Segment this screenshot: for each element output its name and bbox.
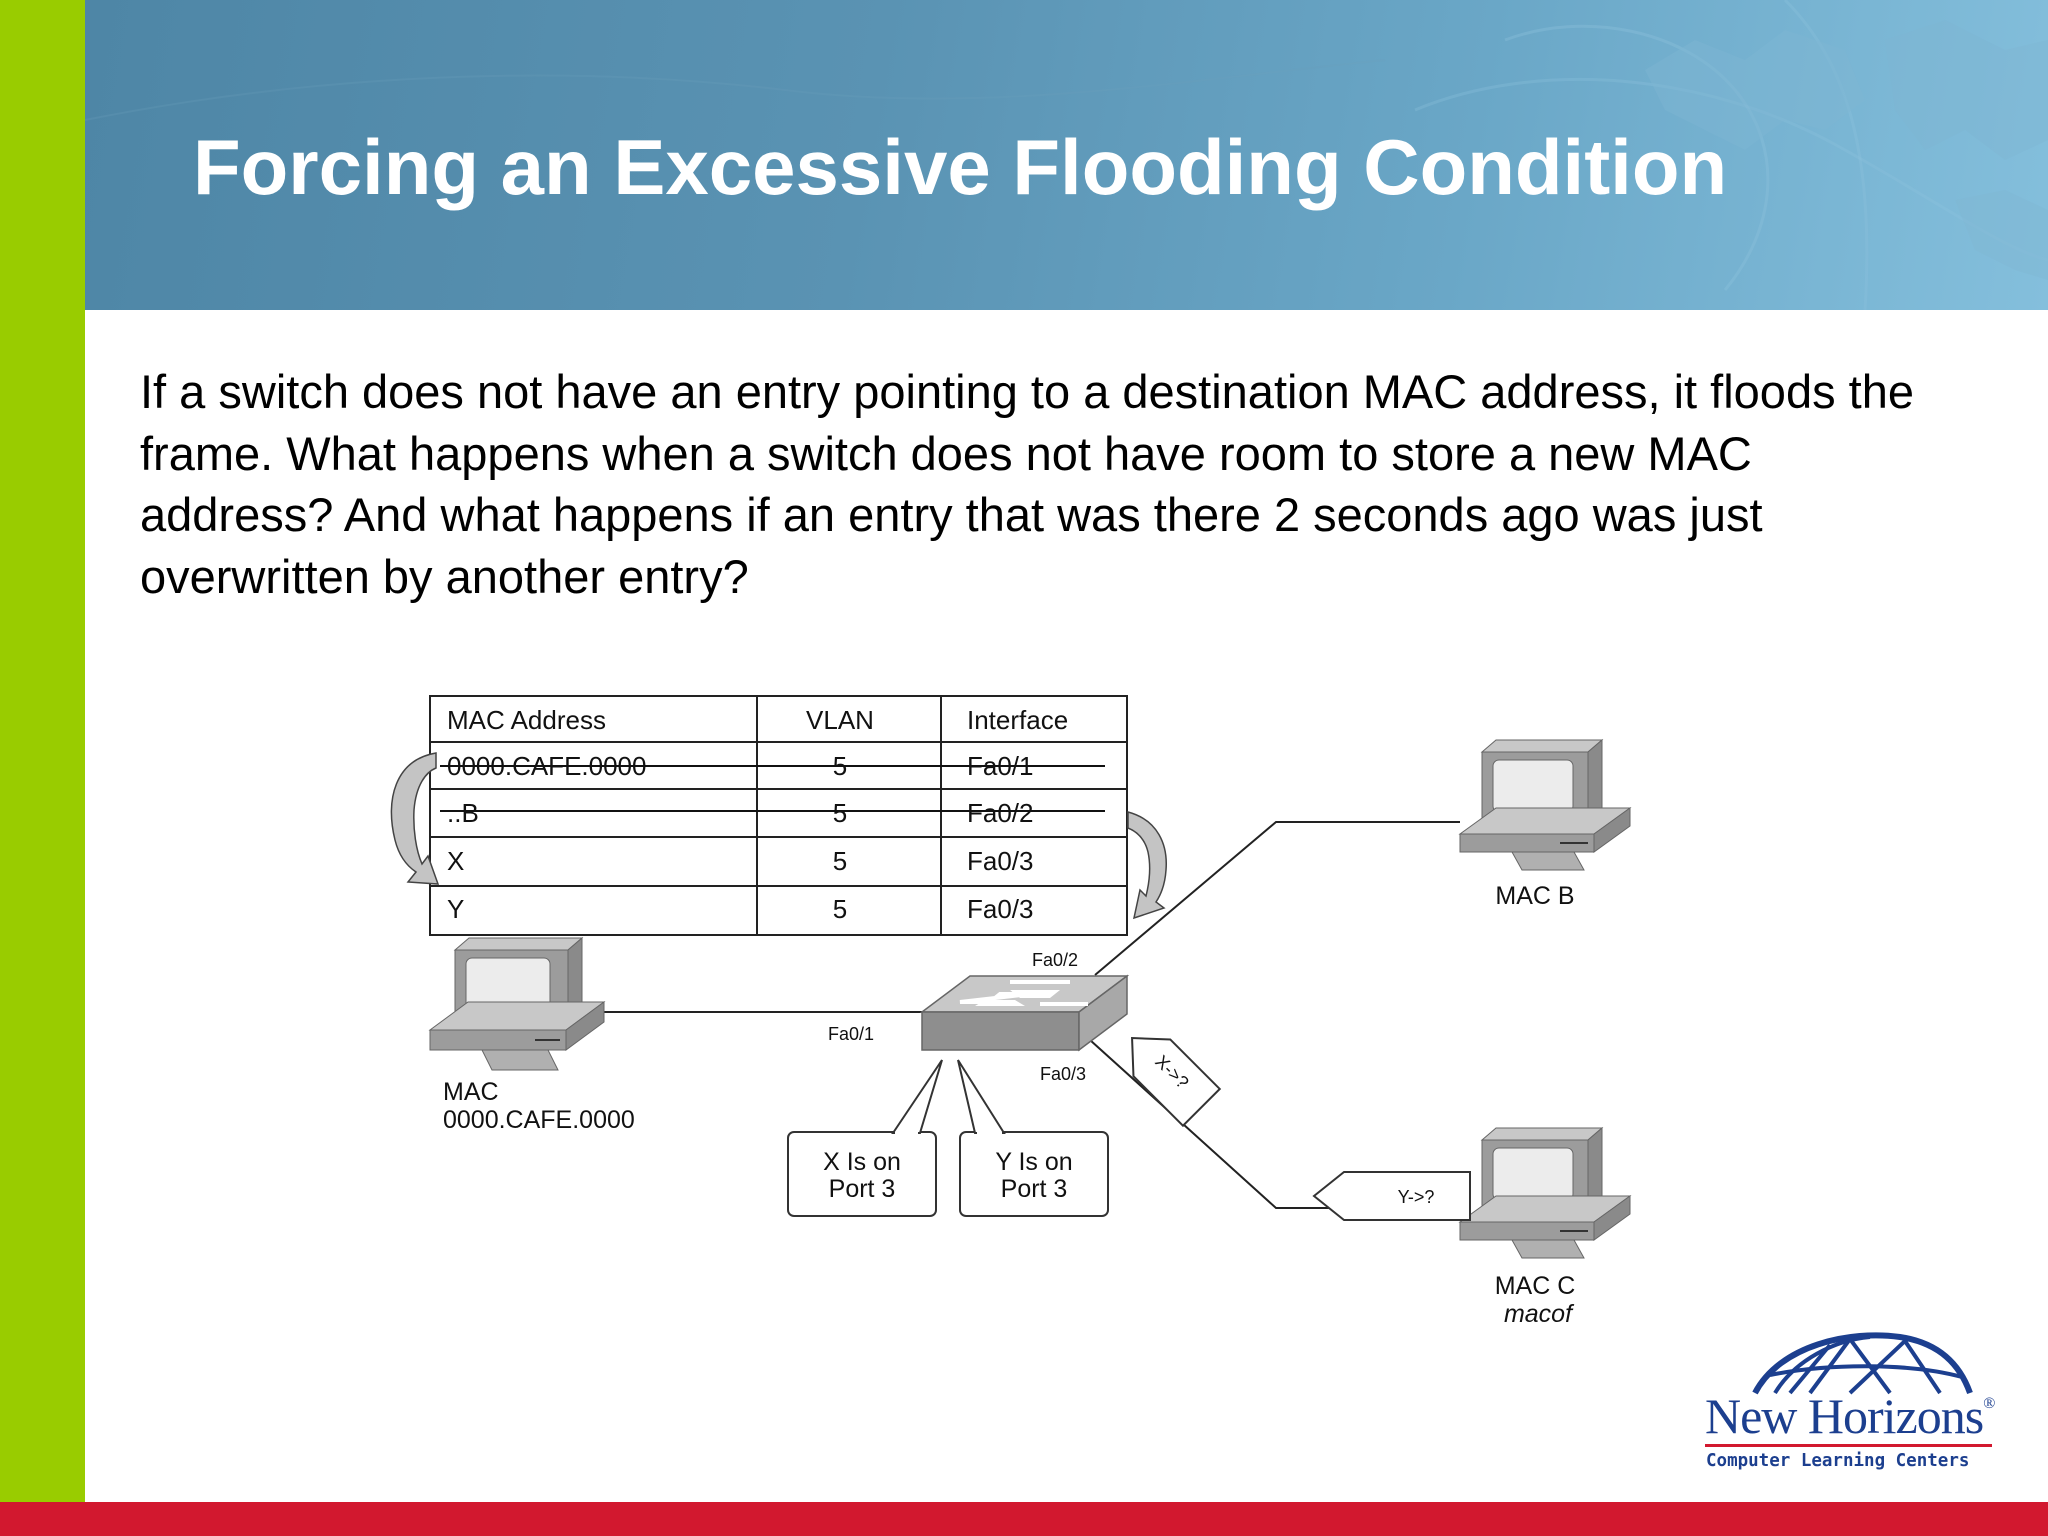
table-row-vlan: 5 — [833, 798, 847, 828]
table-row-vlan: 5 — [833, 894, 847, 924]
callout-y-line1: Y Is on — [995, 1148, 1072, 1176]
port-label-fa03: Fa0/3 — [1040, 1064, 1086, 1084]
host-c-label: MAC C — [1495, 1272, 1576, 1300]
new-horizons-logo: New Horizons® Computer Learning Centers — [1700, 1325, 2010, 1475]
table-row-mac: Y — [447, 894, 464, 924]
host-a-address: 0000.CAFE.0000 — [443, 1106, 635, 1134]
bottom-accent-bar — [0, 1502, 2048, 1536]
computer-icon — [1458, 1126, 1632, 1259]
left-accent-bar — [0, 0, 85, 1536]
callout-x-line1: X Is on — [823, 1148, 901, 1176]
frame-tag-x-icon — [1131, 1037, 1222, 1128]
computer-icon — [428, 936, 606, 1071]
port-label-fa02: Fa0/2 — [1032, 950, 1078, 970]
table-row-interface: Fa0/2 — [967, 798, 1034, 828]
computer-icon — [1458, 738, 1632, 871]
slide-body-text: If a switch does not have an entry point… — [140, 365, 1914, 603]
table-row-interface: Fa0/3 — [967, 846, 1034, 876]
table-row-mac: X — [447, 846, 464, 876]
host-a-label: MAC — [443, 1078, 499, 1106]
table-header-vlan: VLAN — [806, 705, 874, 735]
callout-y-line2: Port 3 — [1001, 1175, 1068, 1203]
host-c-tool: macof — [1504, 1300, 1575, 1328]
switch-icon — [919, 974, 1130, 1052]
callout-x-line2: Port 3 — [829, 1175, 896, 1203]
link-switch-to-mac-b — [1094, 821, 1460, 976]
overwrite-arrow-right-icon — [1127, 811, 1167, 920]
title-banner: Forcing an Excessive Flooding Condition — [85, 0, 2048, 310]
callout-y-on-port-3 — [957, 1059, 1109, 1217]
mac-address-table: MAC Address VLAN Interface 0000.CAFE.000… — [429, 695, 1128, 936]
table-row-vlan: 5 — [833, 846, 847, 876]
table-header-mac: MAC Address — [447, 705, 606, 735]
table-header-interface: Interface — [967, 705, 1068, 735]
table-row-mac: ..B — [447, 798, 479, 828]
callout-x-on-port-3 — [787, 1059, 943, 1217]
slide-title: Forcing an Excessive Flooding Condition — [193, 123, 1728, 211]
table-row-interface: Fa0/3 — [967, 894, 1034, 924]
logo-wordmark: New Horizons® — [1705, 1388, 1995, 1444]
port-label-fa01: Fa0/1 — [828, 1024, 874, 1044]
frame-tag-y-icon — [1312, 1171, 1471, 1221]
logo-subtitle: Computer Learning Centers — [1706, 1451, 1970, 1471]
globe-background-art — [85, 0, 2048, 310]
globe-arc-icon — [1752, 1332, 1973, 1395]
logo-divider — [1705, 1444, 1992, 1447]
host-b-label: MAC B — [1495, 882, 1574, 910]
overwrite-arrow-left-icon — [390, 752, 440, 885]
frame-tag-y-label: Y->? — [1398, 1187, 1435, 1207]
